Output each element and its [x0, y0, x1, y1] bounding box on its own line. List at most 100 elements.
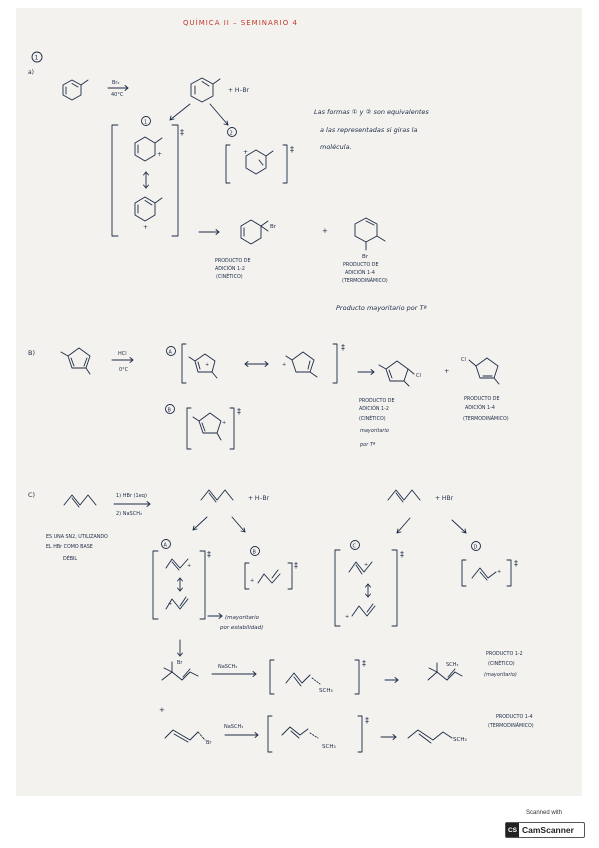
- svg-text:‡: ‡: [294, 561, 298, 570]
- svg-text:PRODUCTO DE: PRODUCTO DE: [464, 396, 500, 402]
- int-2-label: 2: [230, 131, 233, 137]
- part-a-note-3: molécula.: [320, 143, 352, 151]
- svg-text:‡: ‡: [341, 343, 345, 352]
- svg-text:+ HBr: + HBr: [435, 495, 454, 502]
- svg-text:‡: ‡: [400, 550, 404, 559]
- svg-text:C: C: [353, 544, 357, 550]
- camscanner-brand: CamScanner: [522, 825, 574, 835]
- svg-text:0°C: 0°C: [119, 367, 129, 373]
- part-b-product-14: Cl: [461, 357, 500, 385]
- camscanner-logo-box: CS CamScanner: [505, 822, 585, 838]
- part-a-cond-top: Br₂: [112, 80, 120, 86]
- intermediate-2: +: [243, 149, 274, 175]
- svg-text:ADICIÓN 1-2: ADICIÓN 1-2: [359, 405, 389, 412]
- part-c-label: C): [28, 491, 35, 499]
- svg-text:+: +: [364, 562, 368, 568]
- svg-text:(TERMODINÁMICO): (TERMODINÁMICO): [342, 277, 388, 284]
- part-a-cond-bottom: 40°C: [111, 92, 124, 98]
- part-b-int-a1: +: [188, 353, 218, 379]
- svg-text:1) HBr (1eq): 1) HBr (1eq): [116, 493, 147, 499]
- svg-text:‡: ‡: [514, 559, 518, 568]
- svg-text:HCl: HCl: [118, 351, 127, 357]
- svg-text:‡: ‡: [290, 145, 294, 154]
- svg-text:Cl: Cl: [416, 373, 421, 379]
- svg-text:+ H–Br: + H–Br: [248, 495, 270, 502]
- svg-text:Br: Br: [206, 740, 212, 746]
- part-b-label: B): [28, 349, 35, 357]
- part-b-int-b: +: [192, 412, 226, 441]
- svg-text:SCH₃: SCH₃: [453, 737, 467, 743]
- svg-text:PRODUCTO DE: PRODUCTO DE: [359, 398, 395, 404]
- scanned-page: [16, 8, 582, 796]
- part-a-product-14: Br: [354, 217, 386, 260]
- svg-text:‡: ‡: [207, 550, 211, 559]
- svg-text:ES UNA SN2, UTILIZANDO: ES UNA SN2, UTILIZANDO: [46, 534, 108, 540]
- svg-text:B: B: [253, 550, 257, 556]
- svg-text:(TERMODINÁMICO): (TERMODINÁMICO): [488, 722, 534, 729]
- svg-text:+: +: [282, 362, 286, 368]
- svg-text:(mayoritario): (mayoritario): [484, 672, 517, 678]
- svg-text:+: +: [222, 420, 226, 426]
- svg-text:Br: Br: [270, 224, 277, 230]
- svg-text:DÉBIL: DÉBIL: [63, 554, 77, 562]
- svg-text:+: +: [157, 151, 162, 158]
- part-a-note-1: Las formas ① y ② son equivalentes: [314, 108, 429, 116]
- svg-text:+: +: [345, 614, 349, 620]
- svg-text:mayoritario: mayoritario: [360, 428, 389, 434]
- svg-text:+: +: [322, 227, 328, 235]
- svg-text:Br: Br: [362, 254, 369, 260]
- svg-text:+: +: [250, 578, 254, 584]
- part-a-major: Producto mayoritario por Tª: [336, 304, 427, 312]
- svg-text:ADICIÓN 1-4: ADICIÓN 1-4: [345, 269, 375, 276]
- svg-text:+: +: [444, 367, 449, 375]
- svg-text:SCH₃: SCH₃: [319, 688, 333, 694]
- svg-text:A: A: [169, 350, 173, 356]
- camscanner-badge: Scanned with CS CamScanner: [503, 810, 585, 840]
- svg-text:+: +: [143, 224, 148, 231]
- svg-text:Br: Br: [177, 660, 183, 666]
- svg-text:por Tª: por Tª: [359, 442, 376, 448]
- svg-text:(CINÉTICO): (CINÉTICO): [216, 272, 243, 280]
- svg-text:‡: ‡: [362, 659, 366, 668]
- part-c-reactant: [63, 494, 97, 506]
- svg-text:NaSCH₃: NaSCH₃: [224, 724, 243, 730]
- svg-text:Cl: Cl: [461, 357, 466, 363]
- svg-text:+: +: [168, 601, 172, 607]
- part-a-reagent: + H–Br: [228, 87, 250, 94]
- page-title: QUÍMICA II – SEMINARIO 4: [183, 18, 298, 27]
- svg-text:A: A: [164, 543, 168, 549]
- scanned-with-label: Scanned with: [525, 810, 563, 816]
- svg-text:(CINÉTICO): (CINÉTICO): [359, 414, 386, 422]
- svg-text:‡: ‡: [365, 716, 369, 725]
- camscanner-logo-icon: CS: [506, 823, 519, 837]
- svg-text:ADICIÓN 1-2: ADICIÓN 1-2: [215, 265, 245, 272]
- intermediate-1b: +: [134, 196, 163, 231]
- svg-text:(CINÉTICO): (CINÉTICO): [488, 659, 515, 667]
- svg-text:ADICIÓN 1-4: ADICIÓN 1-4: [465, 404, 495, 411]
- svg-text:‡: ‡: [237, 407, 241, 416]
- int-1-label: 1: [144, 120, 147, 126]
- part-a-reactant: [62, 79, 89, 101]
- svg-text:D: D: [474, 545, 478, 551]
- section-number: 1: [35, 55, 39, 62]
- svg-text:por estabilidad): por estabilidad): [219, 625, 263, 631]
- svg-text:PRODUCTO DE: PRODUCTO DE: [215, 258, 251, 264]
- part-b-product-12: Cl: [378, 360, 421, 387]
- svg-text:2) NaSCH₃: 2) NaSCH₃: [116, 511, 142, 517]
- svg-text:(mayoritario: (mayoritario: [225, 615, 260, 621]
- svg-text:SCH₃: SCH₃: [446, 662, 458, 668]
- part-b-reactant: [60, 347, 91, 375]
- svg-text:+: +: [187, 563, 191, 569]
- svg-text:+: +: [205, 362, 209, 368]
- svg-text:‡: ‡: [180, 128, 184, 137]
- svg-text:+: +: [159, 706, 165, 714]
- svg-text:(TERMODINÁMICO): (TERMODINÁMICO): [463, 415, 509, 422]
- part-a-product-12: Br: [240, 219, 277, 245]
- intermediate-1a: +: [134, 136, 163, 162]
- svg-text:PRODUCTO DE: PRODUCTO DE: [343, 262, 379, 268]
- svg-text:EL HBr COMO BASE: EL HBr COMO BASE: [46, 544, 93, 550]
- svg-text:+: +: [243, 149, 248, 156]
- part-a-note-2: a las representadas si giras la: [320, 126, 417, 134]
- svg-text:+: +: [497, 569, 501, 575]
- svg-text:SCH₃: SCH₃: [322, 744, 336, 750]
